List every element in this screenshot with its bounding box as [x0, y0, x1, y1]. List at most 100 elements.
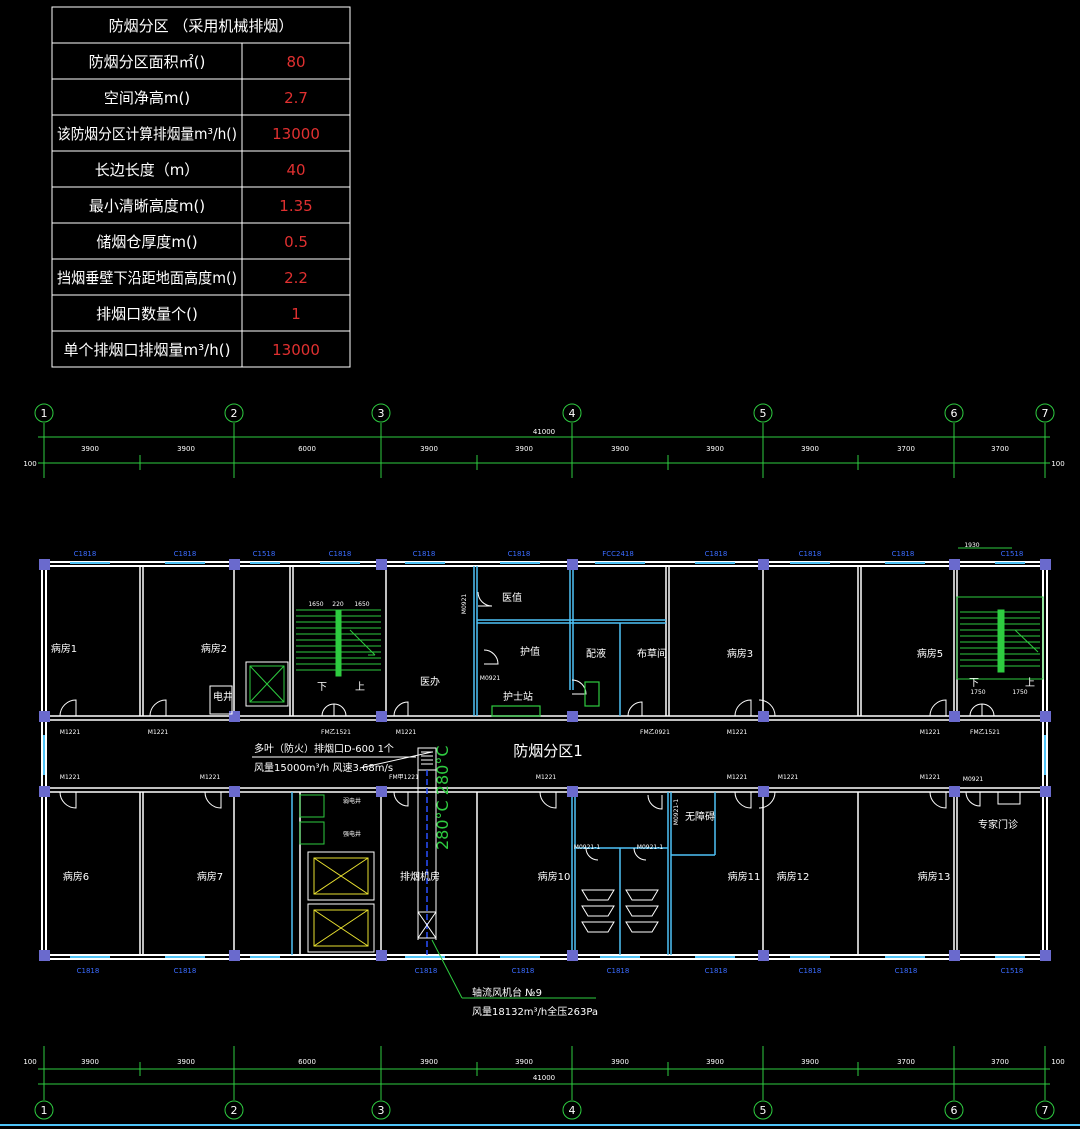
- window-tag: C1818: [799, 967, 822, 975]
- window-tags-top: C1818 C1818 C1518 C1818 C1818 C1818 FCC2…: [74, 550, 1024, 558]
- stair-right: [956, 547, 1044, 680]
- elevators-lower: [299, 794, 375, 953]
- room-label: 医值: [502, 591, 522, 604]
- room-label: 弱电井: [343, 797, 361, 805]
- axis-label: 6: [951, 407, 958, 420]
- edge-dimension: 100: [23, 460, 36, 468]
- span-dimension: 3900: [801, 445, 819, 453]
- top-axis-bubbles: 1 2 3 4 5 6 7: [34, 403, 1055, 423]
- corridor-walls: [44, 715, 1045, 793]
- window-tag: C1518: [1001, 967, 1024, 975]
- span-dimension: 3900: [706, 445, 724, 453]
- door-tag: FM甲1221: [389, 774, 419, 781]
- table-title: 防烟分区 （采用机械排烟）: [109, 17, 294, 35]
- table-rows: 防烟分区面积㎡() 80 空间净高m() 2.7 该防烟分区计算排烟量m³/h(…: [57, 53, 320, 359]
- span-dimension: 3900: [611, 445, 629, 453]
- axis-label: 1: [41, 1104, 48, 1117]
- span-dimension: 3900: [177, 1058, 195, 1066]
- door-tag: M1221: [727, 774, 748, 781]
- stair-dim: 220: [332, 601, 344, 608]
- partition-walls: [139, 566, 958, 955]
- stair-dim: 1930: [964, 542, 979, 549]
- door-tag: M1221: [727, 729, 748, 736]
- stair-down-label: 下: [969, 678, 979, 689]
- row-label: 挡烟垂壁下沿距地面高度m(): [57, 269, 237, 287]
- window-tag: C1818: [77, 967, 100, 975]
- span-dimension: 3900: [177, 445, 195, 453]
- door-tag: M1221: [778, 774, 799, 781]
- room-label: 病房10: [538, 870, 571, 883]
- door-tag: M0921: [461, 594, 468, 615]
- edge-dimension: 100: [23, 1058, 36, 1066]
- axis-label: 3: [378, 1104, 385, 1117]
- axis-label: 2: [231, 1104, 238, 1117]
- room-label: 病房6: [63, 870, 89, 883]
- room-label: 病房1: [51, 642, 77, 655]
- room-labels: 病房1 病房2 病房3 病房5 医办 医值 护值 配液 布草间 护士站 病房6 …: [51, 591, 1018, 883]
- door-tag: FM乙1521: [970, 729, 1000, 736]
- door-swings: [59, 591, 995, 861]
- duct-temperature: 280°C 280°C: [433, 745, 452, 850]
- room-label: 医办: [420, 675, 440, 688]
- door-tag: FM乙1521: [321, 729, 351, 736]
- elevator-upper: [209, 661, 289, 715]
- edge-dimension: 100: [1051, 460, 1064, 468]
- fan-line1: 轴流风机台 №9: [472, 986, 542, 999]
- row-value: 1: [291, 305, 301, 323]
- door-tag: M1221: [60, 774, 81, 781]
- axis-label: 7: [1042, 1104, 1049, 1117]
- row-value: 80: [286, 53, 305, 71]
- row-label: 排烟口数量个(): [96, 305, 198, 323]
- span-dimension: 6000: [298, 445, 316, 453]
- room-label: 病房13: [918, 870, 951, 883]
- window-tag: C1818: [415, 967, 438, 975]
- axis-label: 6: [951, 1104, 958, 1117]
- door-tag: M1221: [148, 729, 169, 736]
- stair-dim: 1750: [970, 689, 985, 696]
- room-label: 配液: [586, 647, 606, 660]
- stair-left: [296, 609, 381, 677]
- outer-walls: [41, 561, 1048, 960]
- row-value: 13000: [272, 125, 320, 143]
- total-dimension: 41000: [533, 1074, 555, 1082]
- span-dimension: 3900: [611, 1058, 629, 1066]
- door-tag: M1221: [60, 729, 81, 736]
- door-tag: FM乙0921: [640, 729, 670, 736]
- room-label: 病房12: [777, 870, 810, 883]
- stair-up-label: 上: [1025, 677, 1035, 689]
- room-label: 病房5: [917, 647, 943, 660]
- window-tag: FCC2418: [602, 550, 634, 558]
- window-tag: C1818: [892, 550, 915, 558]
- door-tags: M1221 M1221 FM乙1521 M1221 FM乙0921 M1221 …: [60, 594, 1000, 851]
- bottom-dimension-text: 3900 3900 6000 3900 3900 3900 3900 3900 …: [23, 1058, 1064, 1082]
- window-tag: C1818: [329, 550, 352, 558]
- edge-dimension: 100: [1051, 1058, 1064, 1066]
- row-value: 13000: [272, 341, 320, 359]
- window-tag: C1518: [253, 550, 276, 558]
- stair-up-label: 上: [355, 681, 365, 693]
- room-label: 电井: [213, 690, 233, 703]
- stair-dim: 1750: [1012, 689, 1027, 696]
- row-label: 单个排烟口排烟量m³/h(): [64, 341, 231, 359]
- axis-label: 2: [231, 407, 238, 420]
- window-tag: C1818: [705, 550, 728, 558]
- span-dimension: 3900: [706, 1058, 724, 1066]
- cyan-partitions: [291, 566, 716, 955]
- room-label: 无障碍: [685, 810, 715, 823]
- span-dimension: 3900: [515, 445, 533, 453]
- span-dimension: 3900: [801, 1058, 819, 1066]
- axis-label: 1: [41, 407, 48, 420]
- door-tag: M1221: [200, 774, 221, 781]
- room-label: 病房2: [201, 642, 227, 655]
- nurse-counter: [491, 681, 600, 717]
- windows-bottom: [43, 735, 1046, 958]
- door-tag: M1221: [920, 729, 941, 736]
- row-value: 2.2: [284, 269, 308, 287]
- door-tag: M0921-1: [637, 844, 664, 851]
- axis-label: 4: [569, 407, 576, 420]
- window-tag: C1818: [799, 550, 822, 558]
- structural-columns: [39, 559, 1051, 961]
- stair-dim: 1650: [308, 601, 323, 608]
- span-dimension: 3700: [897, 445, 915, 453]
- door-tag: M1221: [536, 774, 557, 781]
